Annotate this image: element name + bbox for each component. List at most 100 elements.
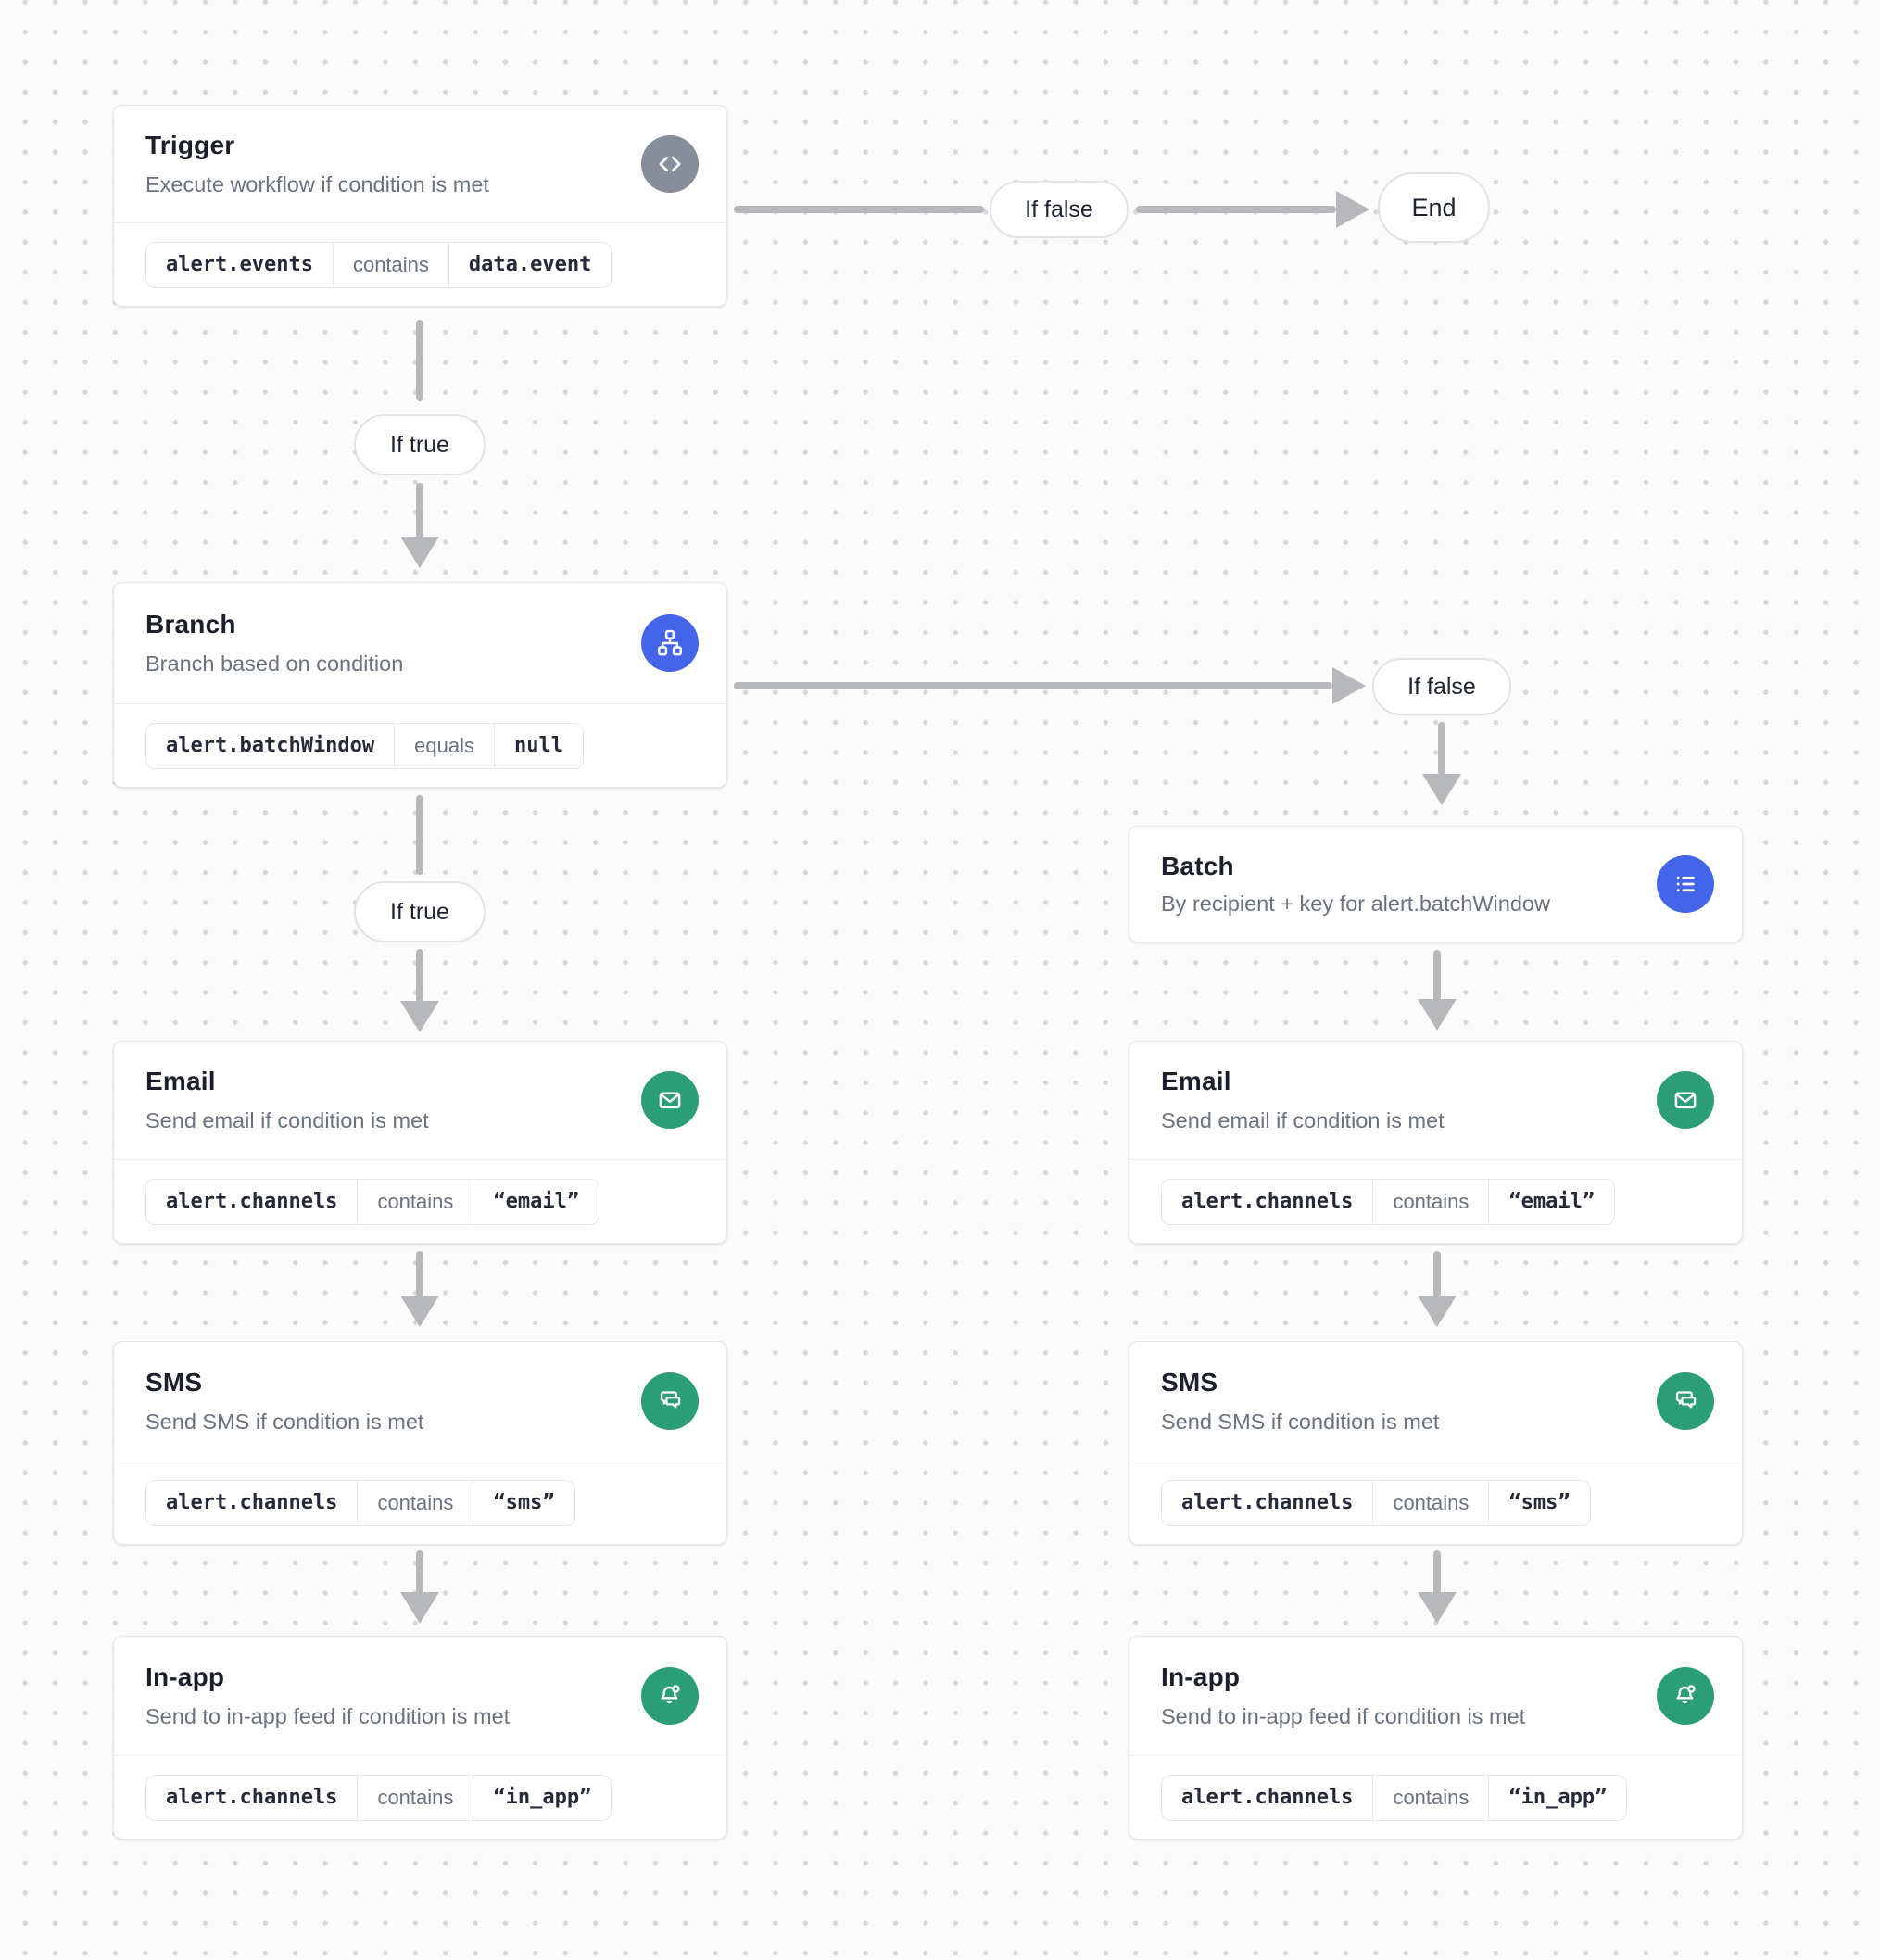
node-subtitle: Send email if condition is met [145, 1108, 429, 1133]
condition-operator: contains [357, 1775, 473, 1820]
divider [114, 1158, 726, 1160]
mail-icon [641, 1071, 699, 1130]
condition-chip-group[interactable]: alert.events contains data.event [145, 241, 612, 288]
node-header: In-app Send to in-app feed if condition … [114, 1637, 726, 1755]
arrowhead-sms-right [1418, 1296, 1457, 1327]
node-subtitle: Send SMS if condition is met [1161, 1409, 1440, 1434]
trigger-node[interactable]: Trigger Execute workflow if condition is… [113, 105, 727, 307]
edge-iftrue-to-branch [416, 483, 423, 538]
node-title: Branch [145, 609, 236, 639]
node-subtitle: By recipient + key for alert.batchWindow [1161, 891, 1550, 916]
node-header: Trigger Execute workflow if condition is… [114, 106, 726, 222]
node-header: Email Send email if condition is met [1129, 1042, 1742, 1159]
edge-label-text: If true [390, 431, 449, 458]
arrowhead-iffalse2 [1332, 667, 1366, 704]
condition-chip-group[interactable]: alert.batchWindow equals null [145, 722, 584, 769]
edge-label-if-true-2: If true [354, 881, 486, 942]
node-header: SMS Send SMS if condition is met [114, 1342, 726, 1461]
node-title: Email [145, 1067, 216, 1096]
node-title: Trigger [145, 130, 235, 159]
inapp-node-left[interactable]: In-app Send to in-app feed if condition … [113, 1636, 727, 1840]
chat-bubbles-icon [1657, 1372, 1714, 1430]
condition-operator: contains [1372, 1179, 1488, 1224]
edge-iftrue2-to-email [416, 949, 423, 1003]
condition-field: alert.batchWindow [166, 734, 375, 757]
arrowhead-inapp-left [400, 1592, 439, 1624]
condition-value: “in_app” [1488, 1775, 1626, 1820]
condition-chip-group[interactable]: alert.channels contains “in_app” [1161, 1774, 1628, 1821]
edge-label-if-true-1: If true [354, 414, 486, 475]
node-title: Email [1161, 1067, 1231, 1096]
edge-label-text: If false [1025, 196, 1093, 222]
list-icon [1657, 855, 1714, 913]
arrowhead-inapp-right [1418, 1592, 1457, 1624]
edge-branch-to-iftrue2 [416, 795, 423, 875]
end-label: End [1411, 193, 1457, 221]
email-node-right[interactable]: Email Send email if condition is met ale… [1129, 1041, 1743, 1244]
arrowhead-branch [400, 537, 439, 568]
arrowhead-end [1336, 191, 1369, 228]
edge-sms-to-inapp-left [416, 1550, 423, 1594]
divider [114, 1460, 726, 1461]
inapp-node-right[interactable]: In-app Send to in-app feed if condition … [1129, 1636, 1743, 1840]
condition-value: null [494, 723, 583, 768]
edge-iffalse-to-end [1136, 206, 1336, 213]
condition-value: data.event [448, 242, 611, 287]
bell-badge-icon [641, 1666, 699, 1725]
condition-field: alert.channels [166, 1491, 338, 1514]
edge-label-text: If true [390, 898, 449, 925]
bell-badge-icon [1657, 1666, 1714, 1725]
condition-value: “email” [473, 1179, 599, 1224]
sms-node-right[interactable]: SMS Send SMS if condition is met alert.c… [1129, 1341, 1743, 1545]
node-title: SMS [145, 1367, 203, 1397]
edge-email-to-sms-left [416, 1251, 423, 1297]
condition-field: alert.events [166, 253, 313, 276]
node-subtitle: Execute workflow if condition is met [145, 171, 489, 196]
node-header: Email Send email if condition is met [114, 1042, 726, 1159]
condition-operator: contains [357, 1480, 473, 1525]
arrowhead-email-right [1418, 999, 1457, 1031]
divider [114, 221, 726, 223]
condition-value: “email” [1488, 1179, 1614, 1224]
arrowhead-sms-left [400, 1296, 439, 1327]
condition-operator: equals [394, 723, 494, 768]
node-subtitle: Send to in-app feed if condition is met [1161, 1703, 1526, 1728]
branch-node[interactable]: Branch Branch based on condition alert.b… [113, 582, 727, 788]
condition-chip-group[interactable]: alert.channels contains “sms” [145, 1479, 575, 1526]
condition-field: alert.channels [1181, 1491, 1354, 1514]
condition-operator: contains [1372, 1480, 1488, 1525]
edge-label-if-false-top: If false [990, 181, 1129, 238]
condition-operator: contains [332, 242, 448, 287]
condition-chip-group[interactable]: alert.channels contains “email” [1161, 1178, 1616, 1225]
batch-node[interactable]: Batch By recipient + key for alert.batch… [1129, 826, 1743, 942]
end-node[interactable]: End [1378, 172, 1490, 243]
node-title: Batch [1161, 852, 1234, 880]
sms-node-left[interactable]: SMS Send SMS if condition is met alert.c… [113, 1341, 727, 1545]
condition-chip-group[interactable]: alert.channels contains “sms” [1161, 1479, 1591, 1526]
email-node-left[interactable]: Email Send email if condition is met ale… [113, 1041, 727, 1244]
node-title: In-app [145, 1662, 225, 1691]
edge-label-text: If false [1407, 673, 1476, 700]
node-header: Batch By recipient + key for alert.batch… [1129, 827, 1742, 942]
node-subtitle: Send SMS if condition is met [145, 1409, 424, 1434]
condition-value: “sms” [1488, 1480, 1589, 1525]
node-header: Branch Branch based on condition [114, 583, 726, 703]
node-title: SMS [1161, 1367, 1218, 1397]
branch-icon [641, 613, 699, 672]
node-title: In-app [1161, 1662, 1241, 1691]
condition-chip-group[interactable]: alert.channels contains “email” [145, 1178, 600, 1225]
node-subtitle: Branch based on condition [145, 651, 404, 676]
divider [1129, 1158, 1742, 1160]
condition-value: “sms” [473, 1480, 574, 1525]
node-header: In-app Send to in-app feed if condition … [1129, 1637, 1742, 1755]
condition-operator: contains [1372, 1775, 1488, 1820]
edge-sms-to-inapp-right [1433, 1550, 1441, 1594]
condition-chip-group[interactable]: alert.channels contains “in_app” [145, 1774, 612, 1821]
divider [1129, 1754, 1742, 1756]
condition-field: alert.channels [1181, 1786, 1354, 1809]
edge-email-to-sms-right [1433, 1251, 1441, 1297]
edge-trigger-to-iffalse [734, 206, 984, 213]
condition-field: alert.channels [166, 1190, 338, 1213]
divider [114, 1754, 726, 1756]
